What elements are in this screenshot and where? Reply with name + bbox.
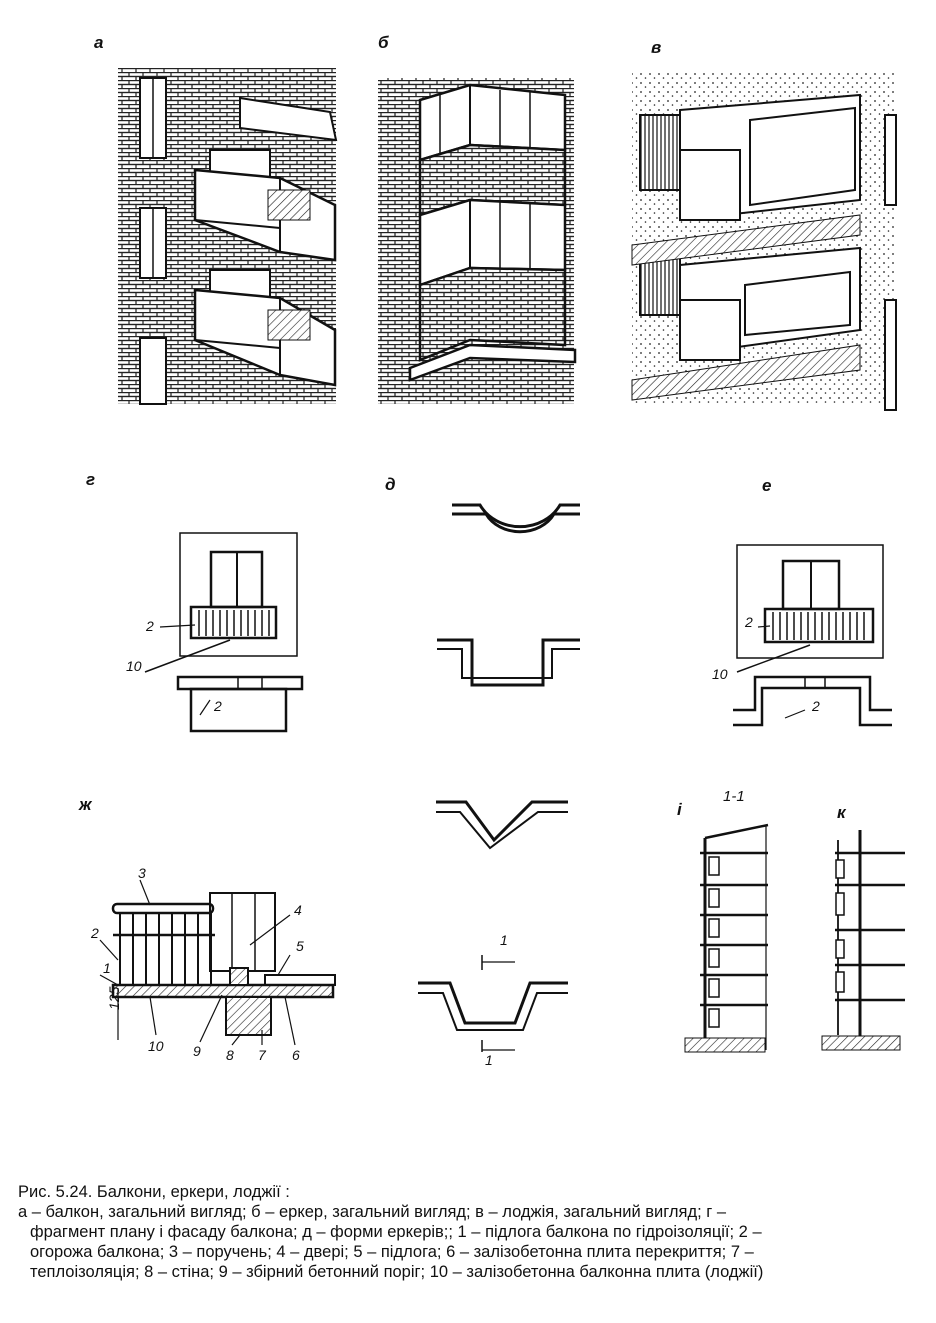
- dimension-125: 125: [106, 986, 122, 1010]
- callout-g-2: 2: [146, 618, 154, 634]
- caption-line-2: а – балкон, загальний вигляд; б – еркер,…: [18, 1203, 727, 1221]
- callout-zh-7: 7: [258, 1047, 266, 1063]
- label-g: г: [86, 470, 96, 489]
- callout-zh-2: 2: [91, 925, 99, 941]
- view-v-loggia: [631, 70, 897, 411]
- callout-d-1-bottom: 1: [485, 1052, 493, 1068]
- label-b: б: [378, 33, 389, 52]
- caption-line-4: огорожа балкона; 3 – поручень; 4 – двері…: [30, 1243, 754, 1261]
- callout-d-1-top: 1: [500, 932, 508, 948]
- label-a: а: [94, 33, 104, 52]
- view-d-bay-forms: [418, 503, 580, 1052]
- callout-e-2b: 2: [812, 698, 820, 714]
- label-v: в: [651, 38, 662, 57]
- label-d: д: [385, 475, 396, 494]
- view-zh-section: [99, 879, 336, 1046]
- callout-zh-3: 3: [138, 865, 146, 881]
- callout-g-10: 10: [126, 658, 142, 674]
- callout-zh-10: 10: [148, 1038, 164, 1054]
- callout-zh-5: 5: [296, 938, 304, 954]
- view-g-balcony-plan: [144, 532, 304, 733]
- section-label: 1-1: [723, 788, 745, 805]
- caption-line-5: теплоізоляція; 8 – стіна; 9 – збірний бе…: [30, 1263, 764, 1281]
- label-k: к: [837, 803, 846, 822]
- view-i-section: [684, 823, 769, 1053]
- callout-zh-8: 8: [226, 1047, 234, 1063]
- callout-zh-4: 4: [294, 902, 302, 918]
- view-k-section: [821, 830, 905, 1051]
- caption-line-3: фрагмент плану і фасаду балкона; д – фор…: [30, 1223, 762, 1241]
- callout-zh-1: 1: [103, 960, 111, 976]
- label-e: е: [762, 476, 772, 495]
- callout-zh-6: 6: [292, 1047, 300, 1063]
- callout-e-2: 2: [745, 614, 753, 630]
- caption-line-1: Рис. 5.24. Балкони, еркери, лоджії :: [18, 1183, 290, 1201]
- callout-zh-9: 9: [193, 1043, 201, 1059]
- label-i: і: [677, 800, 682, 819]
- callout-e-10: 10: [712, 666, 728, 682]
- view-a-balcony: [118, 68, 338, 405]
- callout-g-2b: 2: [214, 698, 222, 714]
- view-b-bay-window: [378, 78, 577, 404]
- figure-caption: Рис. 5.24. Балкони, еркери, лоджії : а –…: [18, 1182, 933, 1282]
- label-zh: ж: [79, 795, 92, 814]
- view-e-loggia-plan: [733, 544, 892, 727]
